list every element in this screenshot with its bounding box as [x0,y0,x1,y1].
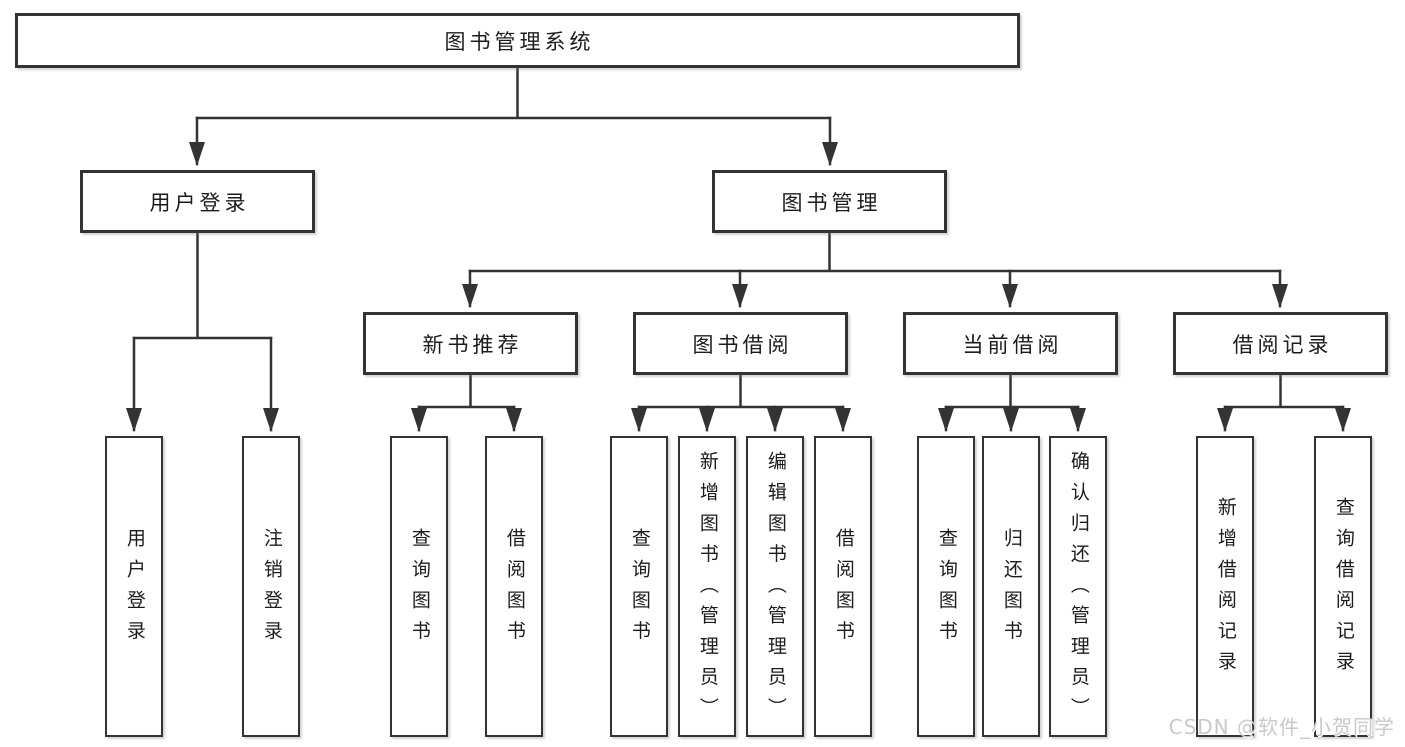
leaf-return-books-label: 归还图书 [1000,527,1023,651]
node-book-management: 图书管理 [712,170,947,233]
node-borrow-record: 借阅记录 [1173,312,1388,375]
connector-borrow-record-to-leaves [1217,373,1351,432]
leaf-add-books-admin-label: 新增图书（管理员） [696,450,719,728]
leaf-add-borrow-record: 新增借阅记录 [1196,436,1254,737]
connector-new-book-recommend-to-leaves [411,373,522,432]
leaf-recommend-borrow-books: 借阅图书 [485,436,543,737]
leaf-edit-books-admin-label: 编辑图书（管理员） [764,450,787,728]
leaf-logout: 注销登录 [242,436,300,737]
csdn-watermark: CSDN @软件_小贺同学 [1168,715,1395,739]
leaf-edit-books-admin: 编辑图书（管理员） [746,436,804,737]
leaf-recommend-query-books-label: 查询图书 [408,527,431,651]
leaf-borrow-query-books-label: 查询图书 [628,527,651,651]
leaf-recommend-borrow-books-label: 借阅图书 [503,527,526,651]
node-book-borrow: 图书借阅 [633,312,848,375]
leaf-add-borrow-record-label: 新增借阅记录 [1214,497,1237,682]
leaf-current-query-books-label: 查询图书 [935,527,958,651]
connector-book-borrow-to-leaves [631,373,851,432]
connector-current-borrow-to-leaves [938,373,1086,432]
connector-book-management-to-level3 [462,231,1288,308]
leaf-borrow-query-books: 查询图书 [610,436,668,737]
leaf-query-borrow-record: 查询借阅记录 [1314,436,1372,737]
leaf-borrow-books: 借阅图书 [814,436,872,737]
leaf-current-query-books: 查询图书 [917,436,975,737]
node-current-borrow: 当前借阅 [903,312,1118,375]
leaf-borrow-books-label: 借阅图书 [832,527,855,651]
leaf-confirm-return-admin: 确认归还（管理员） [1049,436,1107,737]
leaf-user-login-label: 用户登录 [123,527,146,651]
node-user-login: 用户登录 [80,170,315,233]
connector-root-to-level2 [189,66,838,166]
node-library-system: 图书管理系统 [15,13,1020,68]
leaf-recommend-query-books: 查询图书 [390,436,448,737]
leaf-return-books: 归还图书 [982,436,1040,737]
connector-user-login-to-leaves [126,231,279,432]
leaf-user-login: 用户登录 [105,436,163,737]
leaf-add-books-admin: 新增图书（管理员） [678,436,736,737]
node-new-book-recommend: 新书推荐 [363,312,578,375]
leaf-confirm-return-admin-label: 确认归还（管理员） [1067,450,1090,728]
leaf-logout-label: 注销登录 [260,527,283,651]
leaf-query-borrow-record-label: 查询借阅记录 [1332,497,1355,682]
